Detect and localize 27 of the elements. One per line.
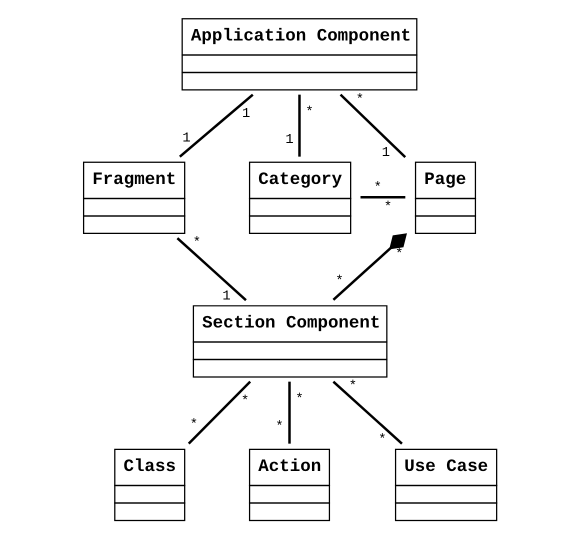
label: 1: [382, 146, 390, 161]
label: *: [378, 432, 387, 448]
connector: [288, 382, 291, 444]
label: *: [240, 394, 250, 410]
label: *: [190, 418, 198, 433]
connector: [176, 237, 247, 302]
label: *: [305, 105, 314, 120]
label: 1: [182, 131, 191, 146]
connector: [298, 94, 301, 157]
label: *: [348, 379, 358, 394]
label: 1: [222, 289, 231, 304]
label: *: [374, 180, 382, 196]
label: *: [295, 392, 304, 408]
label: *: [395, 247, 404, 262]
connector: [340, 94, 406, 158]
connector: [188, 380, 252, 445]
connector: [360, 196, 406, 198]
label: *: [192, 236, 202, 251]
connector: [179, 94, 254, 158]
connector: [332, 380, 403, 445]
connector: [332, 233, 407, 301]
label: *: [275, 420, 284, 435]
label: 1: [242, 106, 250, 122]
label: *: [356, 92, 364, 108]
label: *: [384, 200, 392, 216]
label: 1: [285, 132, 294, 148]
label: *: [335, 274, 344, 290]
